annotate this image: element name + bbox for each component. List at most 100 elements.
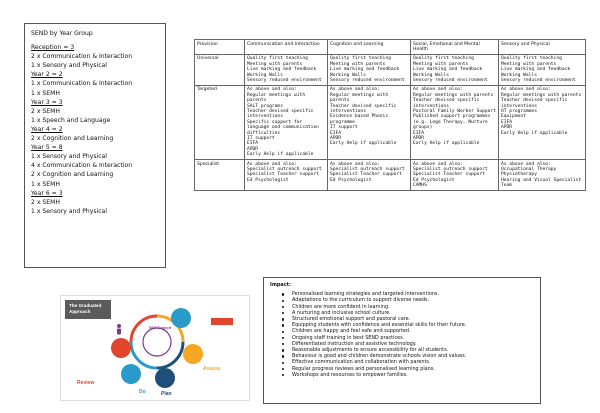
year-need-item: 1 x Sensory and Physical: [31, 207, 107, 215]
cell-line: As above and also:: [330, 87, 380, 93]
cell-line: Live marking and feedback: [413, 67, 483, 73]
table-cell: As above and also:Specialist outreach su…: [410, 159, 499, 192]
cell-line: EIFA: [501, 119, 513, 125]
cell-line: Early Help if applicable: [330, 141, 397, 147]
cell-line: EIFA: [330, 130, 342, 136]
cell-line: EIFA: [413, 130, 425, 136]
cell-line: Working Walls: [247, 72, 283, 78]
impact-item: A nurturing and inclusive school culture…: [270, 310, 534, 316]
cell-line: APDR: [247, 146, 259, 152]
stage-circle-4: [121, 364, 141, 384]
cell-line: Specialist Teacher support: [413, 172, 485, 178]
cell-line: As above and also:: [247, 161, 297, 167]
year-need-item: 1 x Sensory and Physical: [31, 153, 107, 161]
impact-item: Ongoing staff training in best SEND prac…: [270, 335, 534, 341]
cell-line: Working Walls: [501, 72, 537, 78]
impact-item: Children are more confident in learning.: [270, 304, 534, 310]
cell-line: APDR: [501, 125, 513, 131]
cell-line: As above and also:: [501, 161, 551, 167]
cell-line: Sensory reduced environment: [247, 77, 322, 83]
impact-item: Adaptations to the curriculum to support…: [270, 297, 534, 303]
cell-line: Early Help if applicable: [501, 130, 568, 136]
year-need-item: 2 x Communication & Interaction: [31, 53, 133, 61]
cell-line: As above and also:: [330, 161, 380, 167]
graduated-approach-cycle: [111, 308, 233, 388]
cell-line: Specialist outreach support: [413, 167, 488, 173]
cell-line: Meeting with parents: [501, 61, 557, 67]
table-cell: As above and also:Regular meetings with …: [244, 84, 328, 161]
impact-item: Regular progress reviews and personalise…: [270, 366, 534, 372]
cell-line: Specialist outreach support: [330, 167, 405, 173]
cell-line: Specialist Teacher support: [247, 172, 319, 178]
year-need-item: 2 x SEMH: [31, 107, 60, 115]
cell-line: As above and also:: [413, 161, 463, 167]
year-heading: Year 3 = 3: [31, 98, 63, 106]
plan-arc: [156, 341, 185, 370]
cell-line: Regular meetings with parents: [413, 92, 494, 98]
cell-line: Quality first teaching: [247, 56, 308, 62]
cell-line: Physiotherapy: [501, 172, 537, 178]
row-label: Universal: [194, 53, 245, 86]
row-label: Targeted: [194, 84, 245, 161]
impact-item: Differentiated instruction and assistive…: [270, 341, 534, 347]
cell-line: Regular meetings with parents: [501, 92, 582, 98]
impact-item: Equipping students with confidence and e…: [270, 322, 534, 328]
cell-line: Sensory reduced environment: [330, 77, 405, 83]
table-header-cell: Communication and Interaction: [244, 39, 328, 55]
year-need-item: 1 x Sensory and Physical: [31, 62, 107, 70]
graduated-approach-graphic: The Graduated Approach SEN Support Asses…: [60, 295, 250, 401]
cell-line: Meeting with parents: [413, 61, 469, 67]
cell-line: EIFA: [247, 141, 259, 147]
year-need-item: 1 x SEMH: [31, 89, 60, 97]
row-label: Specialist: [194, 159, 245, 192]
cell-line: Quality first teaching: [501, 56, 562, 62]
cell-line: Published support programmes (e.g. Lego …: [413, 114, 491, 131]
table-cell: As above and also:Regular meetings with …: [498, 84, 586, 161]
plan-label: Plan: [161, 391, 172, 397]
year-heading: Year 2 = 2: [31, 71, 63, 79]
do-arc: [129, 341, 158, 370]
stage-circle-1: [171, 308, 191, 328]
impact-box: Impact: Personalised learning strategies…: [263, 277, 541, 404]
table-header-cell: Social, Emotional and Mental Health: [410, 39, 499, 55]
cell-line: Meeting with parents: [330, 61, 386, 67]
cell-line: Teacher devised specific interventions: [413, 98, 480, 109]
cell-line: Pastoral Family Worker Support: [413, 108, 496, 114]
year-need-item: 2 x Cognition and Learning: [31, 135, 114, 143]
cell-line: Early Help if applicable: [247, 152, 314, 158]
assess-label: Assess: [203, 366, 221, 372]
impact-item: Reasonable adjustments to ensure accessi…: [270, 347, 534, 353]
do-label: Do: [139, 389, 146, 395]
cell-line: Hearing and Visual Specialist Team: [501, 177, 582, 189]
cell-line: Teacher devised specific interventions: [501, 98, 568, 109]
cell-line: Working Walls: [330, 72, 366, 78]
cell-line: APDR: [330, 136, 342, 141]
year-heading: Year 4 = 2: [31, 125, 63, 133]
cell-line: Sensory reduced environment: [413, 77, 488, 83]
impact-item: Effective communication and collaboratio…: [270, 359, 534, 365]
cell-line: Specialist outreach support: [247, 167, 322, 173]
year-need-item: 1 x Communication & Interaction: [31, 80, 133, 88]
stage-circle-5: [111, 338, 131, 358]
cell-line: Specialist Teacher support: [330, 172, 402, 178]
cell-line: Ed Psychologist: [330, 177, 372, 183]
cell-line: IT support: [247, 136, 275, 141]
cell-line: Specific support for language and commun…: [247, 119, 319, 136]
table-cell: As above and also:Specialist outreach su…: [244, 159, 328, 192]
sen-support-center: [142, 327, 172, 357]
cell-line: Live marking and feedback: [501, 67, 571, 73]
cell-line: Quality first teaching: [330, 56, 391, 62]
impact-item: Behaviour is good and children demonstra…: [270, 353, 534, 359]
cell-line: As above and also:: [413, 87, 463, 93]
cell-line: As above and also:: [501, 87, 551, 93]
ribbon-icon: [211, 318, 233, 325]
